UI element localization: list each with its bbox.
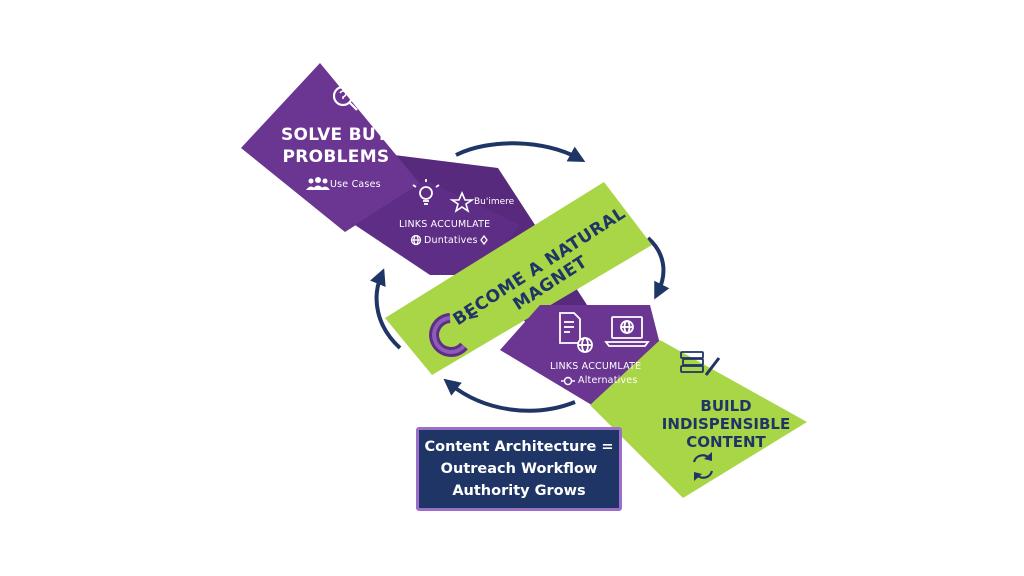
lightbulb-icon: [412, 179, 440, 205]
arrow-left: [370, 268, 402, 350]
lower-links-label: LINKS ACCUMLATE: [550, 361, 642, 372]
solve-title: SOLVE BUYER PROBLEMS: [281, 124, 414, 168]
globe-icon: [410, 234, 422, 246]
upper-links-label: LINKS ACCUMLATE: [399, 219, 491, 230]
document-globe-icon: [559, 312, 593, 353]
solve-title-line2: PROBLEMS: [282, 147, 390, 167]
books-pencil-icon: [680, 351, 721, 376]
build-title: BUILD INDISPENSIBLE CONTENT: [662, 397, 790, 451]
build-title-line2: INDISPENSIBLE: [661, 415, 791, 433]
star-label: Bu'imere: [474, 197, 515, 207]
arrow-right: [646, 236, 670, 300]
use-cases-label: Use Cases: [330, 179, 381, 190]
content-architecture-box: Content Architecture = Outreach Workflow…: [416, 427, 622, 511]
diamond-icon: [480, 234, 488, 246]
arrow-top: [455, 141, 586, 163]
laptop-globe-icon: [604, 316, 650, 347]
upper-strip: [355, 180, 520, 275]
solve-panel: [241, 63, 420, 232]
build-title-line1: BUILD: [700, 397, 752, 415]
upper-sub-label: Duntatives: [424, 235, 478, 246]
architecture-line3: Authority Grows: [452, 483, 586, 499]
solve-title-line1: SOLVE BUYER: [281, 125, 414, 145]
people-icon: [306, 177, 330, 190]
star-icon: [449, 190, 475, 213]
architecture-line1: Content Architecture =: [424, 439, 614, 455]
architecture-line2: Outreach Workflow: [440, 461, 598, 477]
refresh-icon: [692, 452, 714, 481]
plug-icon: [561, 376, 575, 386]
question-search-icon: [332, 85, 358, 111]
arrow-bottom: [443, 378, 576, 413]
build-title-line3: CONTENT: [686, 433, 766, 451]
lower-sub-label: Alternatives: [578, 375, 638, 386]
build-panel: [590, 340, 807, 498]
magnet-icon: [429, 307, 479, 357]
magnet-bar: [385, 182, 652, 375]
